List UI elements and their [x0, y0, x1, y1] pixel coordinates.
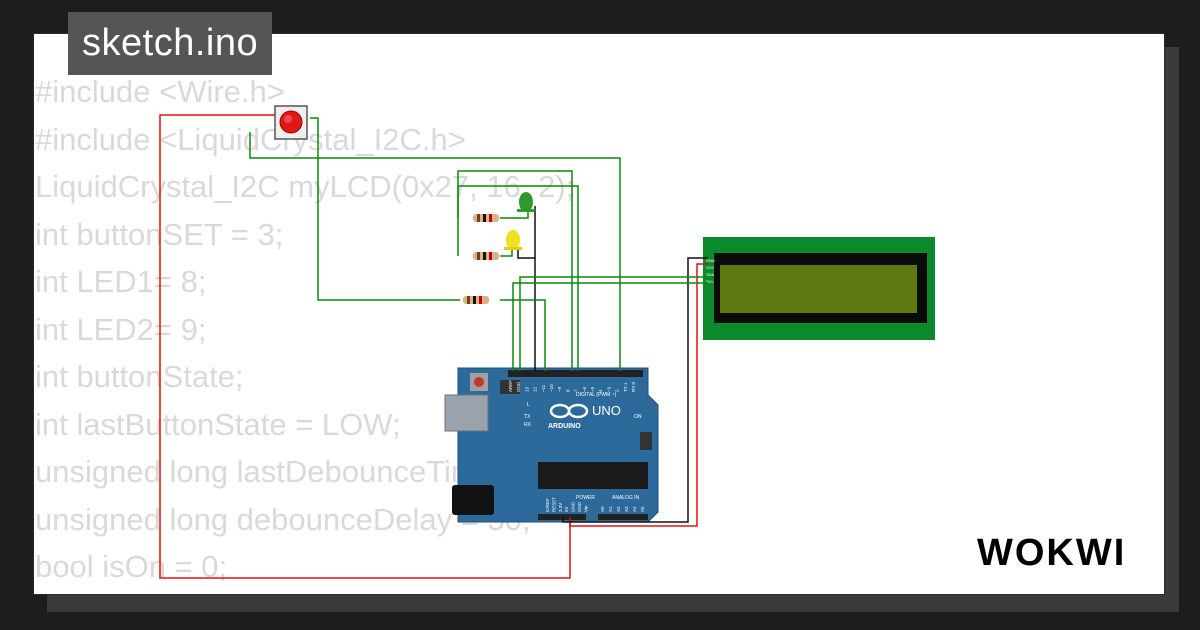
wire-resistor-pin[interactable]: [500, 299, 546, 371]
icsp-header: [500, 380, 520, 394]
pin-label: GND: [577, 501, 582, 512]
code-background: #include <Wire.h> #include <LiquidCrysta…: [35, 68, 574, 591]
led-green[interactable]: [517, 192, 535, 212]
lcd-1602-i2c[interactable]: GND VCC SDA SCL: [703, 237, 935, 340]
power-header: [538, 514, 586, 520]
code-line: int buttonSET = 3;: [35, 216, 284, 252]
push-button[interactable]: [274, 105, 308, 140]
pin-label: 4: [598, 389, 603, 392]
code-line: int lastButtonState = LOW;: [35, 406, 401, 442]
resistor-1[interactable]: [473, 214, 499, 222]
wire-gnd-leds[interactable]: [517, 247, 536, 371]
lcd-pin-sda: SDA: [706, 272, 715, 277]
pin-label: Vin: [583, 505, 588, 512]
board-model: UNO: [592, 403, 621, 418]
code-line: bool isOn = 0;: [35, 549, 228, 584]
pin-label: 5V: [564, 506, 569, 512]
pin-label: A1: [608, 506, 613, 512]
pin-label: A5: [640, 506, 645, 512]
pin-label: ~9: [557, 386, 562, 392]
code-line: #include <Wire.h>: [35, 74, 285, 109]
file-name-label: sketch.ino: [68, 12, 273, 75]
usb-port: [444, 394, 489, 432]
wokwi-logo-text: WOKWI: [977, 532, 1126, 574]
pin-label: 3.3V: [558, 503, 563, 512]
resistor-3[interactable]: [463, 296, 489, 304]
wire-led1-anode[interactable]: [500, 210, 529, 219]
led-label-tx: TX: [524, 414, 531, 420]
power-header-label: POWER: [576, 495, 595, 501]
pin-label: RESET: [551, 497, 556, 512]
wire-led1-pin8[interactable]: [457, 185, 579, 371]
pin-label: RX 0: [631, 381, 636, 392]
lcd-screen: [720, 265, 917, 313]
analog-header: [598, 514, 648, 520]
pin-label: GND: [516, 381, 521, 392]
led-label-on: ON: [634, 414, 642, 420]
wire-button-pin3[interactable]: [249, 132, 621, 371]
wires: [159, 114, 708, 579]
pin-label: A0: [600, 506, 605, 512]
pin-label: ~5: [590, 386, 595, 392]
arduino-infinity-icon: [549, 403, 589, 419]
digital-header-label: DIGITAL (PWM ~): [576, 392, 616, 398]
pin-label: GND: [571, 501, 576, 512]
lcd-pin-vcc: VCC: [706, 265, 715, 270]
arduino-uno-board[interactable]: UNO ARDUINO DIGITAL (PWM ~) POWER ANALOG…: [444, 367, 659, 523]
pin-label: ~6: [582, 386, 587, 392]
wire-scl[interactable]: [512, 282, 708, 371]
wire-5v-lcd[interactable]: [569, 263, 708, 527]
analog-header-label: ANALOG IN: [612, 495, 640, 501]
code-line: #include <LiquidCrystal_I2C.h>: [35, 121, 466, 157]
pin-label: 2: [615, 389, 620, 392]
board-brand: ARDUINO: [548, 423, 581, 430]
wire-5v-button[interactable]: [159, 114, 571, 579]
led-yellow[interactable]: [504, 230, 522, 250]
pin-label: 12: [533, 386, 538, 392]
wire-button-resistor[interactable]: [310, 117, 460, 301]
wire-led2-anode[interactable]: [500, 250, 513, 257]
wire-sda[interactable]: [519, 276, 708, 371]
power-jack: [452, 485, 494, 515]
icsp2-header: [640, 432, 652, 450]
pin-label: 7: [574, 389, 579, 392]
code-line: int LED1= 8;: [35, 264, 207, 299]
wire-gnd-lcd[interactable]: [562, 257, 708, 523]
pin-label: ~3: [606, 386, 611, 392]
resistor-2[interactable]: [473, 252, 499, 260]
code-line: int LED2= 9;: [35, 311, 207, 347]
pin-label: ~10: [549, 384, 554, 392]
lcd-pin-gnd: GND: [706, 258, 715, 263]
wire-led2-pin9[interactable]: [457, 170, 573, 371]
led-label-rx: RX: [524, 422, 532, 428]
pin-label: A3: [624, 506, 629, 512]
pin-label: AREF: [508, 380, 513, 392]
pin-label: ~11: [541, 384, 546, 392]
pin-label: 8: [565, 389, 570, 392]
pin-label: A4: [632, 506, 637, 512]
led-label-l: L: [527, 402, 530, 408]
pin-label: TX 1: [623, 382, 628, 392]
wokwi-logo: WOKWI: [977, 532, 1126, 574]
pin-label: IOREF: [545, 498, 550, 512]
pin-label: 13: [524, 386, 529, 392]
atmega-chip: [538, 462, 648, 489]
pin-label: A2: [616, 506, 621, 512]
lcd-pin-scl: SCL: [706, 279, 715, 284]
digital-header: [508, 370, 643, 377]
